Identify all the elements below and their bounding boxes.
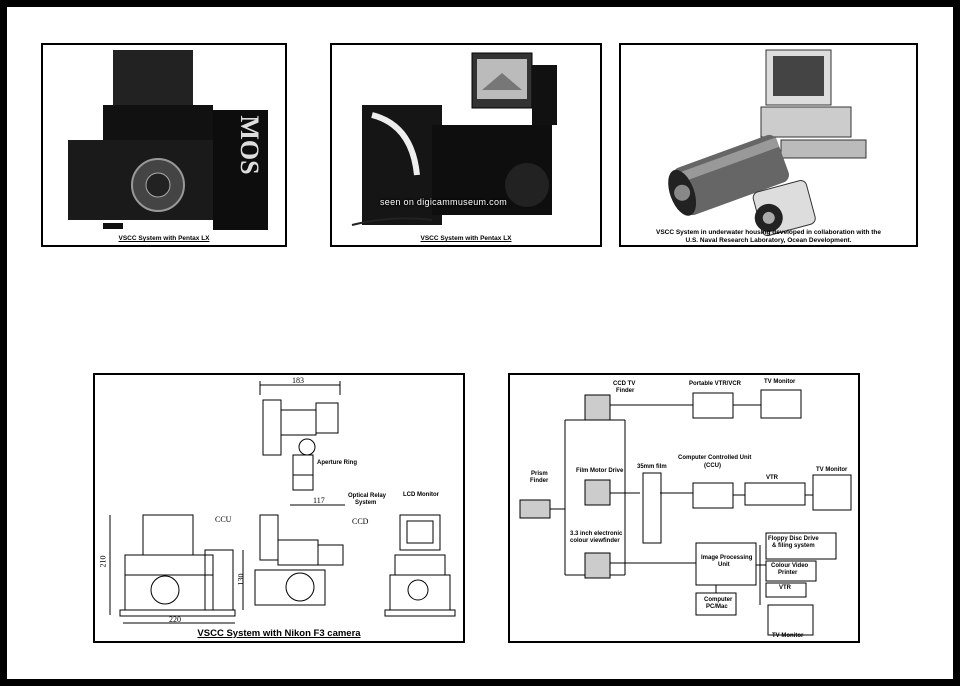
photo-panel-underwater: VSCC System in underwater housing develo…: [619, 43, 918, 247]
photo-caption-3-line1: VSCC System in underwater housing develo…: [655, 229, 881, 236]
label-lcd-line2: colour viewfinder: [570, 538, 620, 544]
label-tv-monitor-1: TV Monitor: [764, 379, 796, 385]
system-block-diagram: [519, 389, 852, 636]
label-lcd-line1: 3.3 inch electronic: [570, 531, 623, 537]
label-computer-controlled: Computer Controlled Unit: [678, 455, 752, 461]
label-ccu: CCU: [215, 515, 232, 524]
underwater-housing-photo: [668, 49, 867, 237]
label-image-proc-2: Unit: [718, 562, 730, 568]
label-aperture-ring: Aperture Ring: [317, 460, 358, 466]
dimension-130: 130: [236, 573, 246, 586]
label-optical-relay-system: System: [355, 500, 377, 506]
label-film-motor: Film Motor Drive: [576, 468, 624, 474]
label-lcd-monitor: LCD Monitor: [403, 492, 439, 498]
label-optical-relay: Optical Relay: [348, 493, 387, 499]
label-ccd-finder: Finder: [616, 388, 635, 394]
label-ccu: (CCU): [704, 463, 721, 469]
label-computer-2: PC/Mac: [706, 604, 728, 610]
drawing-caption: VSCC System with Nikon F3 camera: [197, 628, 361, 639]
label-floppy-1: Floppy Disc Drive: [768, 536, 819, 542]
photo-panel-pentax-2: seen on digicammuseum.com VSCC System wi…: [330, 43, 602, 247]
label-prism: Prism: [531, 471, 548, 477]
label-vtr-1: VTR: [766, 475, 778, 481]
dimension-220: 220: [169, 615, 181, 624]
label-ccd-tv: CCD TV: [613, 381, 636, 387]
label-ccd: CCD: [352, 517, 369, 526]
camera-photo-1: MOS: [68, 50, 268, 230]
label-prism-finder: Finder: [530, 478, 549, 484]
system-diagram-panel: CCD TV Finder Portable VTR/VCR TV Monito…: [508, 373, 860, 643]
dimension-210: 210: [98, 555, 108, 568]
camera-photo-2: [351, 52, 557, 226]
label-image-proc-1: Image Processing: [701, 555, 753, 561]
label-colour-video-2: Printer: [778, 570, 798, 576]
svg-text:MOS: MOS: [235, 115, 264, 174]
photo-caption-2: VSCC System with Pentax LX: [420, 235, 512, 242]
label-portable-vtr: Portable VTR/VCR: [689, 381, 742, 387]
label-vtr-2: VTR: [779, 585, 791, 591]
nikon-f3-drawing: [109, 381, 456, 624]
label-tv-monitor-2: TV Monitor: [816, 467, 848, 473]
label-colour-video-1: Colour Video: [771, 563, 809, 569]
photo-panel-pentax-1: MOS VSCC System with Pentax LX: [41, 43, 287, 247]
technical-drawing-panel: 183 Aperture Ring 117 Optical Relay Syst…: [93, 373, 465, 643]
label-floppy-2: & filing system: [772, 543, 815, 549]
photo-caption-3-line2: U.S. Naval Research Laboratory, Ocean De…: [685, 237, 852, 244]
dimension-183: 183: [292, 376, 304, 385]
label-computer-1: Computer: [704, 597, 733, 603]
dimension-117: 117: [313, 496, 325, 505]
label-tv-monitor-3: TV Monitor: [772, 633, 804, 639]
photo-caption-1: VSCC System with Pentax LX: [118, 235, 210, 242]
watermark-text: seen on digicammuseum.com: [380, 197, 508, 207]
label-35mm-film: 35mm film: [637, 464, 667, 470]
